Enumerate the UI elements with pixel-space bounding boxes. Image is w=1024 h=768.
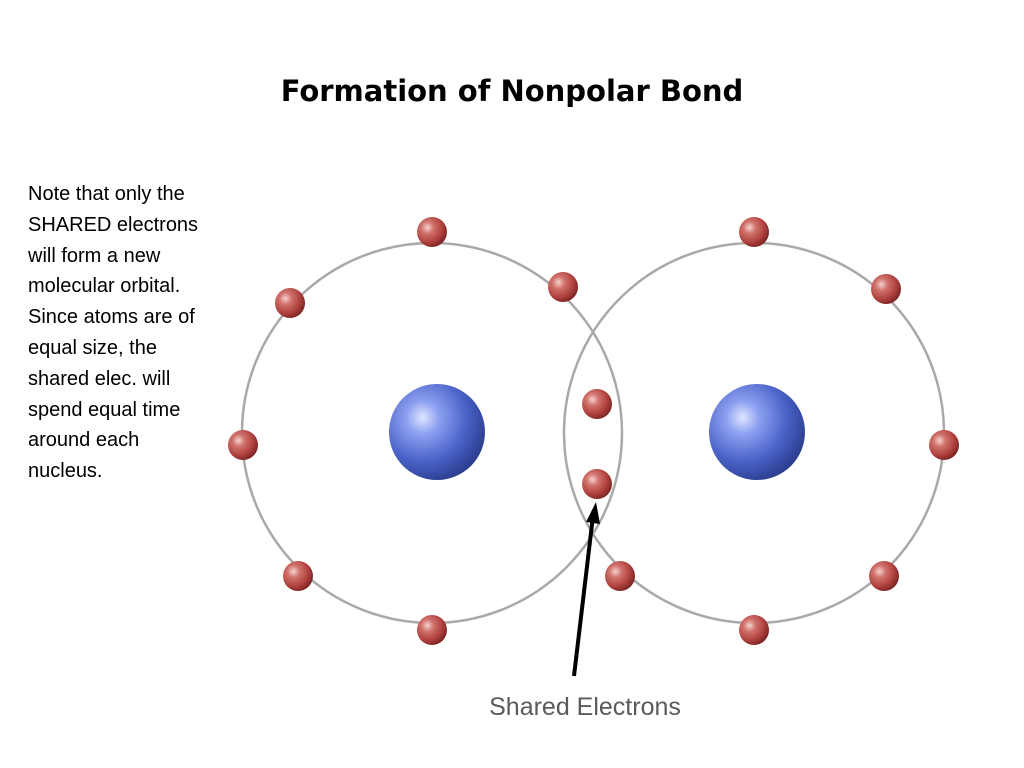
electron [417,217,447,247]
right-atom-electrons [605,217,959,645]
shared-electrons-label: Shared Electrons [489,693,681,721]
electron [605,561,635,591]
shared-electron [582,389,612,419]
right-nucleus [709,384,805,480]
electron [417,615,447,645]
pointer-arrow [572,502,600,677]
electron [869,561,899,591]
electron [283,561,313,591]
shared-electron [582,469,612,499]
electron [871,274,901,304]
electron [739,217,769,247]
note-text: Note that only the SHARED electrons will… [28,183,199,483]
electron [275,288,305,318]
electron [228,430,258,460]
left-nucleus [389,384,485,480]
shared-electrons [582,389,612,499]
left-atom-electrons [228,217,578,645]
electron [739,615,769,645]
electron [929,430,959,460]
slide-title: Formation of Nonpolar Bond [280,74,744,108]
electron [548,272,578,302]
